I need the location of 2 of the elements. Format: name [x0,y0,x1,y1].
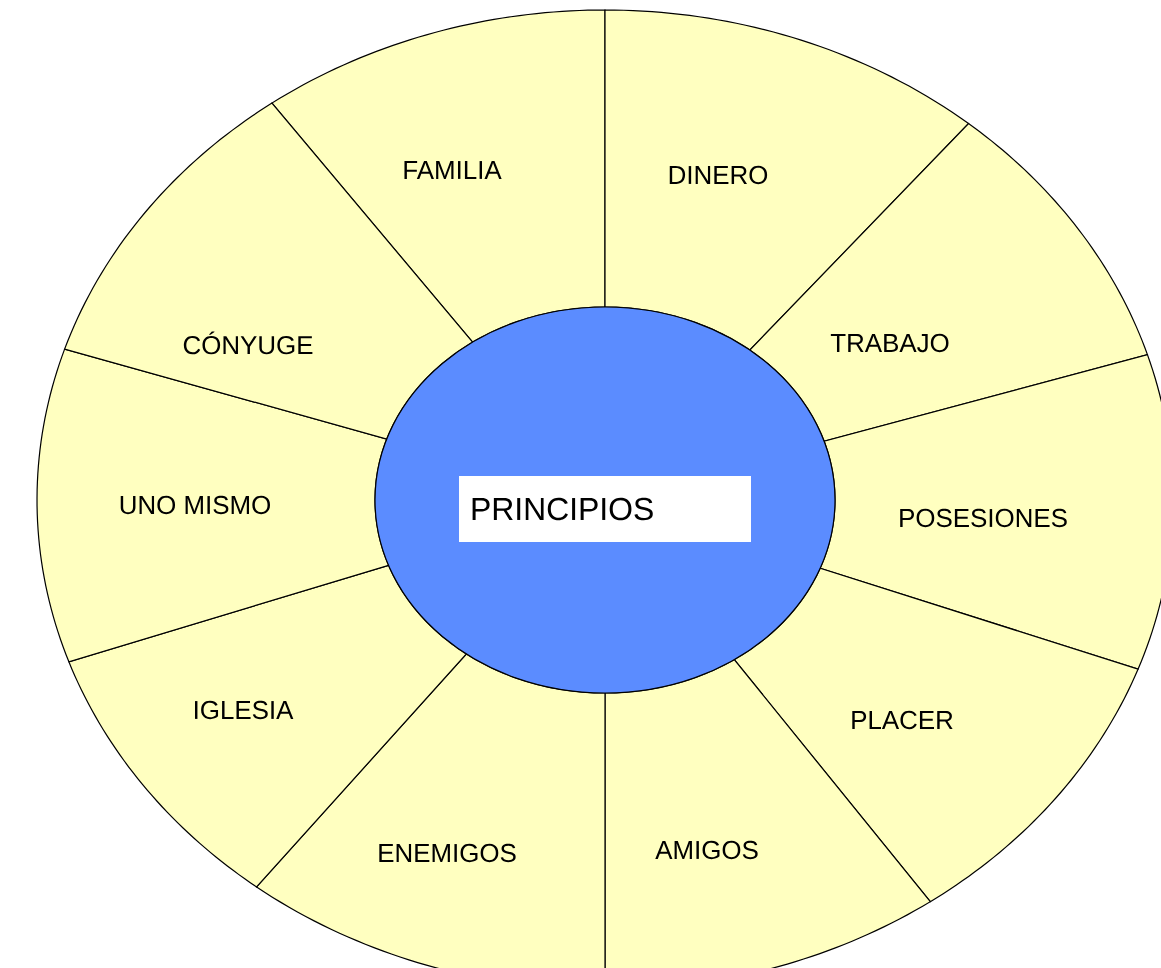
ring-segment: POSESIONES [819,353,1161,670]
node-label: POSESIONES [900,508,1067,528]
